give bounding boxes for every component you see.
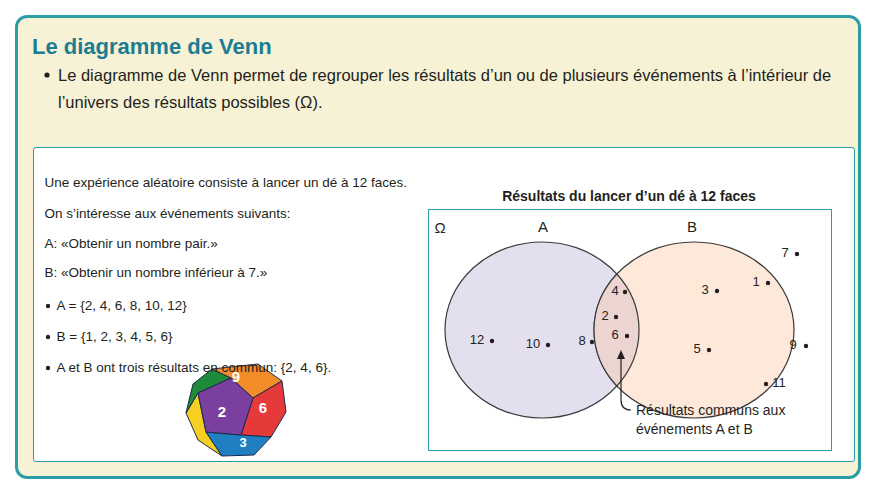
text-slot: 12 <box>470 333 484 348</box>
universe-symbol: Ω <box>434 219 445 236</box>
bullet-dots <box>44 72 50 370</box>
leader-line <box>621 357 631 410</box>
die-face <box>212 364 282 398</box>
outcome-number: 6 <box>611 328 618 343</box>
die-number: 3 <box>239 436 246 451</box>
outcome-number: 8 <box>578 334 585 349</box>
outcome-dot <box>764 382 768 386</box>
outcome-dot <box>490 339 494 343</box>
event-a-definition: A: «Obtenir un nombre pair.» <box>45 236 218 252</box>
outcome-number: 2 <box>601 309 608 324</box>
text-slot: Le diagramme de Venn <box>32 34 272 59</box>
outcome-number: 12 <box>470 333 484 348</box>
text-slot: B <box>687 218 697 235</box>
set-a: A = {2, 4, 6, 8, 10, 12} <box>57 298 187 314</box>
text-slot: 9 <box>789 338 796 353</box>
text-slot: 11 <box>772 376 786 391</box>
outcome-number: 1 <box>752 275 759 290</box>
outcome-dot <box>707 348 711 352</box>
text-slot: 5 <box>693 342 700 357</box>
die-face <box>186 393 222 456</box>
text-slot: Ω <box>434 219 445 236</box>
chart-title: Résultats du lancer d’un dé à 12 faces <box>502 188 756 204</box>
outcome-number: 11 <box>772 376 786 391</box>
text-slot: 3 <box>701 283 708 298</box>
outcome-dot <box>623 290 627 294</box>
event-b-definition: B: «Obtenir un nombre inférieur à 7.» <box>45 265 268 281</box>
die-number: 6 <box>259 399 267 416</box>
outcome-number: 3 <box>701 283 708 298</box>
callout-text: Résultats communs aux événements A et B <box>636 401 821 439</box>
outcome-number: 9 <box>789 338 796 353</box>
outcome-dot <box>590 340 594 344</box>
event-a-ellipse-shape <box>445 242 639 418</box>
bullet-dot <box>44 72 49 77</box>
die-number: 9 <box>232 368 240 385</box>
text-slot: A: «Obtenir un nombre pair.» <box>45 236 218 252</box>
intersection-region-shape <box>594 274 639 386</box>
text-slot: Une expérience aléatoire consiste à lanc… <box>45 175 407 191</box>
outcome-number: 5 <box>693 342 700 357</box>
outcome-number: 4 <box>611 284 618 299</box>
outcome-number: 7 <box>781 246 788 261</box>
text-slot: 3 <box>239 436 246 451</box>
text-slot: 6 <box>611 328 618 343</box>
text-slot: Résultats du lancer d’un dé à 12 faces <box>502 188 756 204</box>
text-slot: A <box>538 218 548 235</box>
leader-arrowhead <box>617 350 625 359</box>
outcome-number: 10 <box>526 337 540 352</box>
outcome-dot <box>804 344 808 348</box>
text-slot: Résultats communs aux événements A et B <box>636 401 821 439</box>
event-b-ellipse-shape <box>594 242 794 418</box>
text-slot: 1 <box>752 275 759 290</box>
text-slot: 9 <box>232 368 240 385</box>
set-name: B <box>687 218 697 235</box>
die-face <box>186 369 231 413</box>
text-slot: On s’intéresse aux événements suivants: <box>45 206 291 222</box>
outcome-dot <box>546 343 550 347</box>
text-slot: B = {1, 2, 3, 4, 5, 6} <box>57 329 173 345</box>
text-slot: 6 <box>259 399 267 416</box>
outcome-dot <box>614 315 618 319</box>
text-slot: 2 <box>601 309 608 324</box>
text-slot: A et B ont trois résultats en commun: {2… <box>57 360 332 376</box>
outcome-dot <box>625 334 629 338</box>
common-results: A et B ont trois résultats en commun: {2… <box>57 360 332 376</box>
callout-leader <box>617 350 631 410</box>
text-slot: 4 <box>611 284 618 299</box>
text-slot: 10 <box>526 337 540 352</box>
set-b: B = {1, 2, 3, 4, 5, 6} <box>57 329 173 345</box>
outcome-dot <box>795 252 799 256</box>
die-face <box>241 381 286 437</box>
outcome-dots <box>490 252 808 386</box>
definition-text: Le diagramme de Venn permet de regrouper… <box>58 62 838 116</box>
text-slot: 8 <box>578 334 585 349</box>
outcome-dot <box>715 289 719 293</box>
panel-title: Le diagramme de Venn <box>32 34 272 59</box>
text-slot: 7 <box>781 246 788 261</box>
text-slot: 2 <box>218 403 226 420</box>
outcome-dot <box>766 281 770 285</box>
text-slot: B: «Obtenir un nombre inférieur à 7.» <box>45 265 268 281</box>
text-slot: A = {2, 4, 6, 8, 10, 12} <box>57 298 187 314</box>
die-number: 2 <box>218 403 226 420</box>
events-intro: On s’intéresse aux événements suivants: <box>45 206 291 222</box>
experiment-text: Une expérience aléatoire consiste à lanc… <box>45 175 407 191</box>
bullet-dot <box>46 304 50 308</box>
text-slot: Le diagramme de Venn permet de regrouper… <box>58 62 838 116</box>
twelve-sided-die <box>186 364 286 456</box>
set-name: A <box>538 218 548 235</box>
bullet-dot <box>46 366 50 370</box>
die-face <box>198 378 253 435</box>
die-face <box>206 432 271 456</box>
bullet-dot <box>46 335 50 339</box>
intersection-region: 426 <box>594 274 639 386</box>
